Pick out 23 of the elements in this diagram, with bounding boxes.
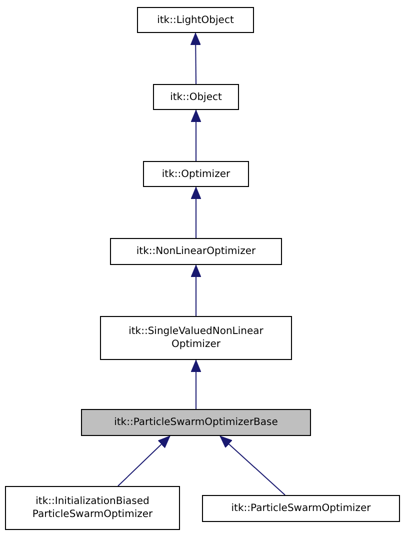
class-box [81, 409, 311, 436]
class-box [137, 7, 254, 33]
class-box [143, 161, 249, 187]
inheritance-arrow [190, 360, 202, 410]
class-name: itk::ParticleSwarmOptimizer [231, 502, 371, 515]
class-box [100, 316, 292, 360]
class-name: itk::ParticleSwarmOptimizerBase [114, 416, 278, 429]
inheritance-arrow [118, 436, 170, 486]
class-name: itk::InitializationBiased ParticleSwarmOptimizer [31, 495, 154, 521]
class-box [110, 238, 282, 265]
class-name: itk::Optimizer [162, 168, 230, 180]
class-name: itk::Object [170, 90, 222, 104]
inheritance-arrow [190, 110, 202, 162]
inheritance-arrow [190, 32, 201, 84]
class-name: itk::NonLinearOptimizer [136, 245, 256, 258]
class-box [153, 84, 239, 110]
inheritance-arrow [190, 264, 202, 316]
inheritance-arrow [220, 436, 286, 496]
class-name: itk::LightObject [157, 14, 234, 26]
class-box [202, 495, 400, 522]
class-name: itk::SingleValuedNonLinear Optimizer [128, 325, 264, 351]
inheritance-arrow [190, 186, 202, 238]
class-box [5, 486, 180, 530]
